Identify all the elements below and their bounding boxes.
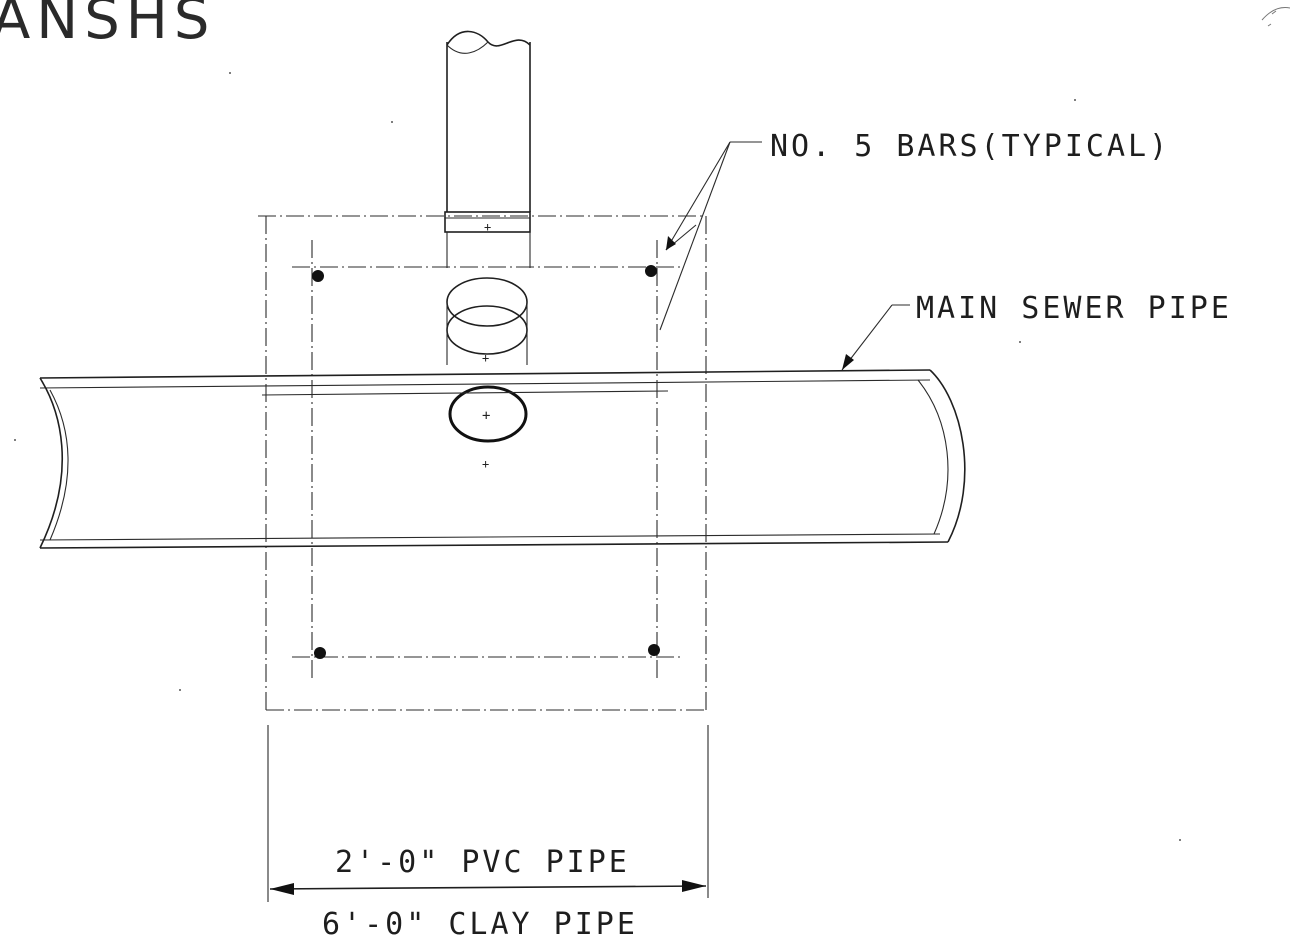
rebar-dot-bottom-left [314,647,326,659]
rebar-cage [292,240,680,680]
scan-specks [14,72,1181,841]
title-fragment: ANSHS [0,0,215,52]
svg-text:+: + [482,351,489,365]
pvc-pipe-label: 2'-0" PVC PIPE [335,845,630,880]
riser-pipe: + [444,30,531,234]
bars-leader [659,141,762,331]
rebar-dot-top-right [645,265,657,277]
scan-artifact [1261,7,1290,27]
clay-pipe-label: 6'-0" CLAY PIPE [322,907,638,942]
bars-label: NO. 5 BARS(TYPICAL) [770,129,1170,164]
svg-text:+: + [484,220,491,234]
rebar-dot-top-left [312,270,324,282]
dimension-lines [267,725,709,902]
main-sewer-leader [841,304,910,371]
svg-text:+: + [482,457,489,471]
main-sewer-label: MAIN SEWER PIPE [916,291,1232,326]
rebar-dot-bottom-right [648,644,660,656]
svg-text:+: + [482,408,490,424]
vertical-pipe-section: + + + [446,232,531,471]
main-sewer-pipe [39,369,966,549]
concrete-encasement [258,215,707,712]
